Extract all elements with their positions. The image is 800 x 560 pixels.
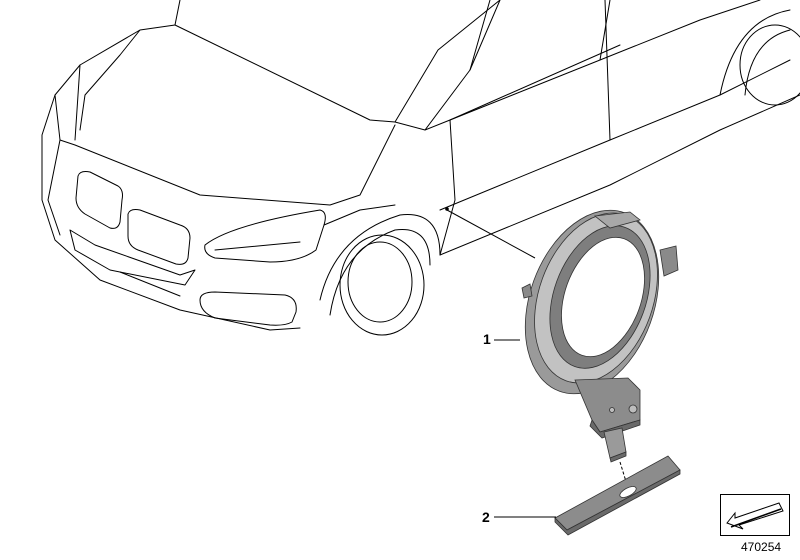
callout-number-1[interactable]: 1 bbox=[483, 331, 491, 347]
callout-number-2[interactable]: 2 bbox=[482, 509, 490, 525]
orientation-arrow-icon bbox=[720, 494, 790, 536]
leader-line-car bbox=[446, 209, 536, 259]
part-plate-icon bbox=[554, 455, 681, 536]
diagram-number: 470254 bbox=[741, 540, 782, 554]
mount-point-dot bbox=[445, 207, 449, 211]
part-ring-icon bbox=[521, 209, 679, 463]
car-front-outline-icon bbox=[41, 0, 800, 336]
